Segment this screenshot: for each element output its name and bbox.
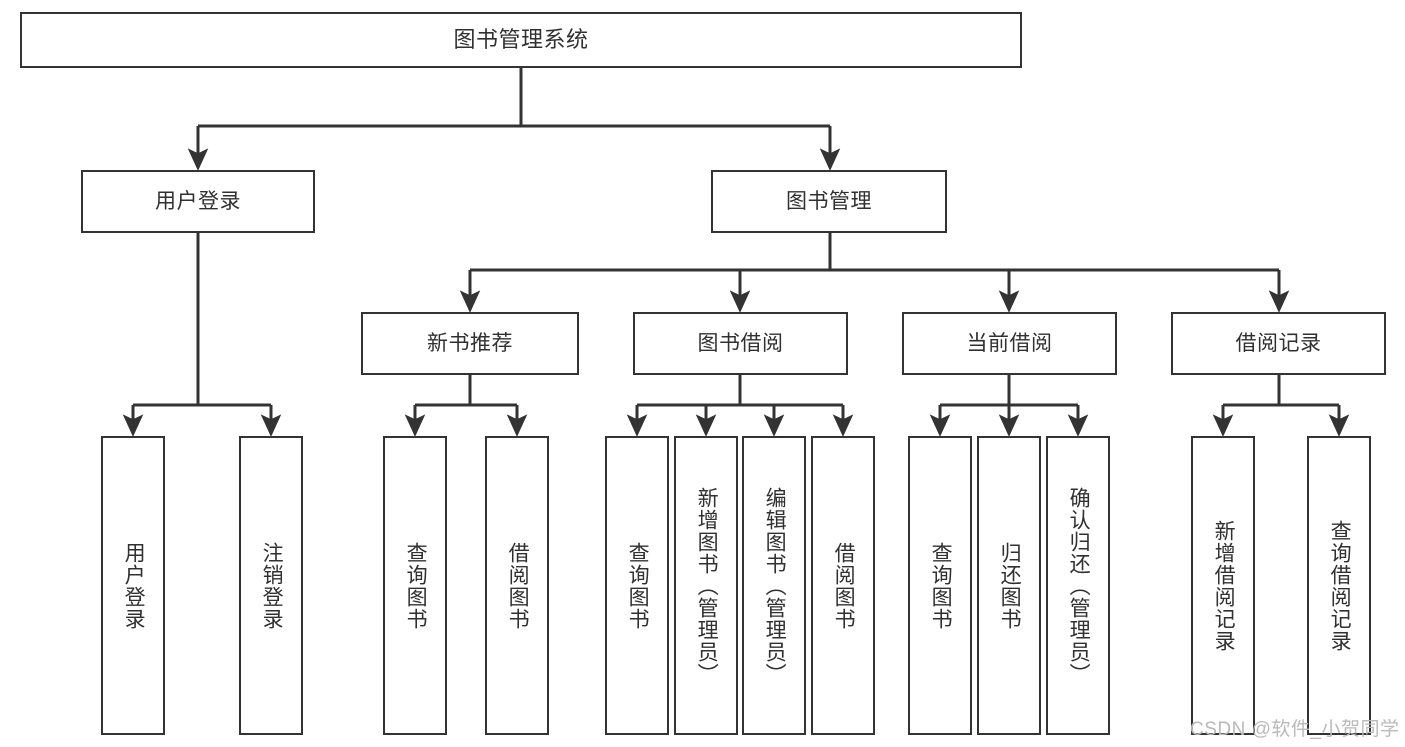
leaf-query-book-2[interactable]: 查询图书	[605, 436, 669, 735]
leaf-logout-login[interactable]: 注销登录	[239, 436, 303, 735]
node-user-login[interactable]: 用户登录	[81, 170, 315, 233]
leaf-query-book-1[interactable]: 查询图书	[383, 436, 447, 735]
node-label: 用户登录	[122, 541, 146, 630]
node-label: 图书管理系统	[453, 26, 589, 52]
leaf-borrow-book-1[interactable]: 借阅图书	[485, 436, 549, 735]
leaf-edit-book-admin[interactable]: 编辑图书（管理员）	[742, 436, 806, 735]
leaf-query-borrow-record[interactable]: 查询借阅记录	[1307, 436, 1371, 735]
node-label: 用户登录	[155, 189, 241, 213]
node-label: 新增借阅记录	[1212, 519, 1236, 652]
leaf-return-book[interactable]: 归还图书	[977, 436, 1041, 735]
node-label: 图书管理	[786, 189, 872, 213]
node-label: 查询图书	[929, 541, 953, 630]
node-label: 确认归还（管理员）	[1067, 486, 1091, 685]
node-label: 新书推荐	[427, 331, 513, 355]
node-label: 注销登录	[260, 541, 284, 630]
node-new-book-recommend[interactable]: 新书推荐	[361, 312, 579, 375]
node-borrow-record[interactable]: 借阅记录	[1171, 312, 1386, 375]
node-book-management[interactable]: 图书管理	[711, 170, 947, 233]
leaf-add-borrow-record[interactable]: 新增借阅记录	[1191, 436, 1255, 735]
node-label: 新增图书（管理员）	[695, 486, 719, 685]
node-label: 查询图书	[626, 541, 650, 630]
node-label: 查询借阅记录	[1328, 519, 1352, 652]
leaf-user-login[interactable]: 用户登录	[101, 436, 165, 735]
node-label: 查询图书	[404, 541, 428, 630]
node-label: 借阅图书	[832, 541, 856, 630]
leaf-confirm-return-admin[interactable]: 确认归还（管理员）	[1046, 436, 1110, 735]
leaf-query-book-3[interactable]: 查询图书	[908, 436, 972, 735]
node-label: 借阅图书	[506, 541, 530, 630]
node-label: 编辑图书（管理员）	[763, 486, 787, 685]
node-label: 当前借阅	[966, 331, 1053, 355]
node-label: 图书借阅	[697, 331, 784, 355]
csdn-watermark: CSDN @软件_小贺同学	[1190, 719, 1400, 740]
leaf-borrow-book-2[interactable]: 借阅图书	[811, 436, 875, 735]
node-root-book-management-system[interactable]: 图书管理系统	[20, 12, 1022, 68]
node-label: 借阅记录	[1235, 331, 1322, 355]
node-book-borrow[interactable]: 图书借阅	[633, 312, 848, 375]
node-current-borrow[interactable]: 当前借阅	[902, 312, 1117, 375]
node-label: 归还图书	[998, 541, 1022, 630]
leaf-add-book-admin[interactable]: 新增图书（管理员）	[674, 436, 738, 735]
